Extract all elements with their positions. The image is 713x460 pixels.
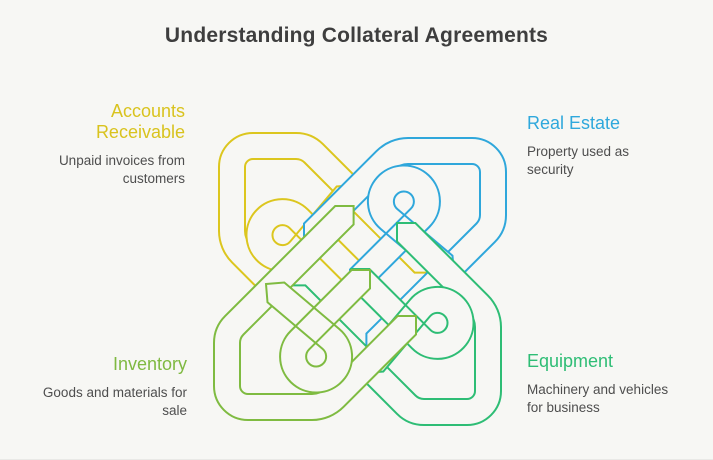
item-label-equipment: Equipment	[527, 351, 614, 371]
item-label-accounts-receivable: Accounts Receivable	[95, 101, 185, 142]
item-label-inventory: Inventory	[112, 354, 187, 374]
item-label-real-estate: Real Estate	[527, 113, 621, 133]
item-description-equipment: Machinery and vehicles for business	[527, 382, 669, 415]
item-accounts-receivable: Accounts Receivable Unpaid invoices from…	[37, 101, 185, 188]
item-description-real-estate: Property used as security	[527, 144, 630, 177]
page-title: Understanding Collateral Agreements	[164, 24, 549, 47]
item-inventory: Inventory Goods and materials for sale	[39, 354, 187, 420]
item-equipment: Equipment Machinery and vehicles for bus…	[527, 351, 687, 417]
item-description-inventory: Goods and materials for sale	[42, 385, 187, 418]
item-real-estate: Real Estate Property used as security	[527, 113, 652, 179]
item-description-accounts-receivable: Unpaid invoices from customers	[58, 153, 185, 186]
